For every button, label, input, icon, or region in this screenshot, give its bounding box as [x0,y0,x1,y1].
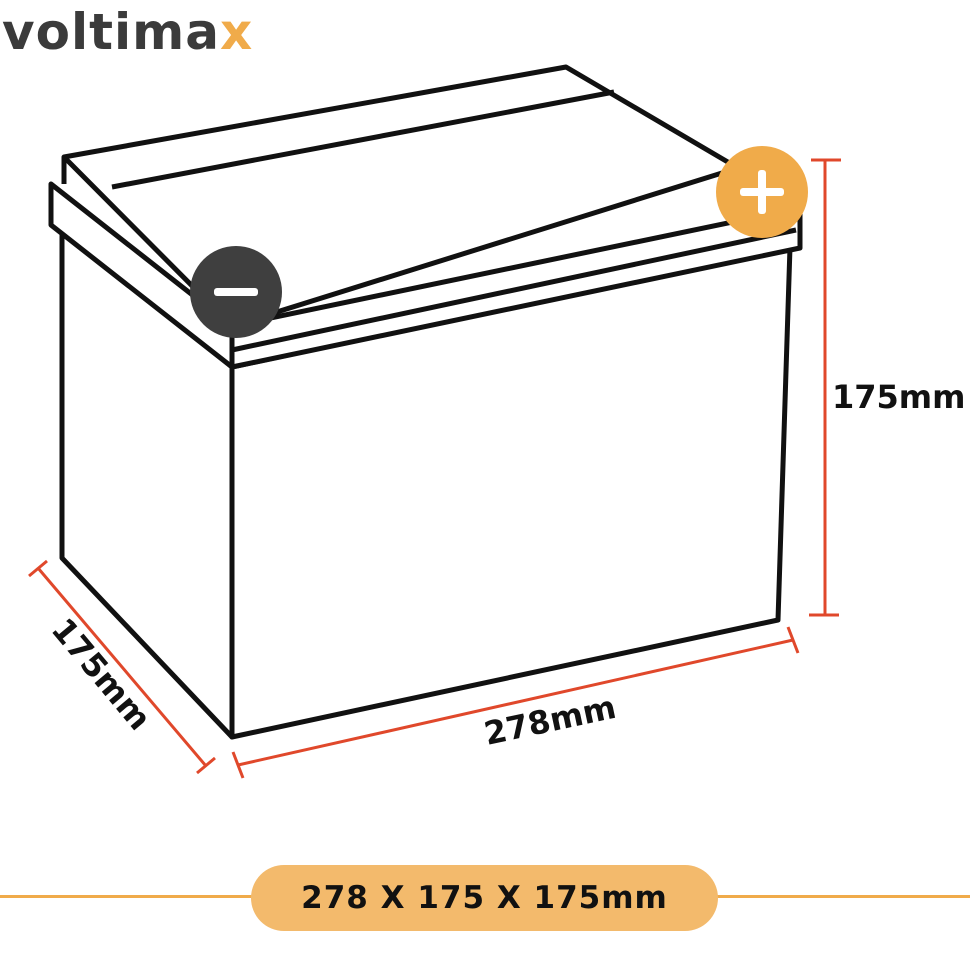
width-label: 278mm [481,688,619,753]
logo-main-text: voltima [2,3,220,61]
positive-terminal [716,146,808,238]
footer-divider-right [714,895,970,898]
depth-dimension-line [28,559,216,775]
lid-top-stripe-front [111,89,615,190]
height-dimension-line [809,158,841,617]
logo-accent-text: x [219,3,254,61]
dimension-summary-pill: 278 X 175 X 175mm [251,865,718,931]
dimension-lines [28,158,841,779]
footer-divider-left [0,895,255,898]
lid-lower-edge [231,227,797,353]
plus-icon [740,170,784,214]
minus-icon [214,288,258,296]
voltimax-logo: voltimax [2,2,253,62]
negative-terminal [190,246,282,338]
height-label: 175mm [832,378,965,416]
width-dimension-line [231,626,800,779]
dimension-summary-text: 278 X 175 X 175mm [301,880,668,916]
battery-outline [48,64,803,740]
